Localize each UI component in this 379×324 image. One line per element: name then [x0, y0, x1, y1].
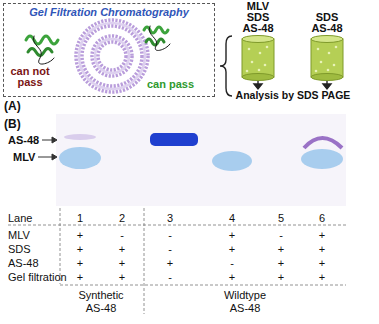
column-heading-area: MLV SDS AS-48 [236, 0, 280, 34]
row-header: Gel filtration [8, 271, 67, 283]
annotation: can pass [146, 78, 195, 90]
table-cell: + [278, 271, 284, 283]
lane-number: 3 [167, 212, 173, 224]
table-cell: + [229, 229, 235, 241]
table-cell: - [230, 257, 234, 269]
table-cell: + [278, 243, 284, 255]
annotation: can not pass [8, 66, 52, 88]
table-cell: + [319, 229, 325, 241]
lane-number: 4 [229, 212, 235, 224]
table-rule [8, 208, 346, 314]
gel-marker: MLV [13, 151, 35, 163]
table-cell: + [229, 243, 235, 255]
column-heading: MLV SDS AS-48 [238, 1, 278, 34]
table-cell: + [319, 271, 325, 283]
column-cylinder [305, 35, 349, 81]
column-heading-area: SDS AS-48 [305, 0, 349, 34]
table-cell: + [229, 271, 235, 283]
row-header: AS-48 [8, 257, 39, 269]
row-header: MLV [8, 229, 30, 241]
row-header: SDS [8, 243, 31, 255]
table-cell: + [319, 243, 325, 255]
lane-number: 1 [77, 212, 83, 224]
column-cylinder [236, 35, 280, 81]
lane-number: 2 [119, 212, 125, 224]
lane-number: 6 [319, 212, 325, 224]
table-cell: + [167, 257, 173, 269]
table-cell: - [120, 229, 124, 241]
gel-marker: AS-48 [8, 134, 39, 146]
liposome [76, 20, 148, 92]
gel [56, 114, 346, 206]
table-cell: + [119, 243, 125, 255]
table-cell: + [77, 243, 83, 255]
table-cell: + [77, 229, 83, 241]
table-cell: + [119, 271, 125, 283]
brace [220, 36, 232, 96]
row-header: Lane [8, 212, 32, 224]
table-cell: + [278, 257, 284, 269]
table-cell: + [319, 257, 325, 269]
table-cell: - [168, 229, 172, 241]
marker-arrow [38, 137, 57, 160]
group-label: Synthetic AS-48 [71, 289, 131, 315]
column-node: MLV SDS AS-48 [236, 0, 280, 81]
table-cell: + [119, 257, 125, 269]
table-cell: - [279, 229, 283, 241]
table-cell: + [77, 257, 83, 269]
annotation: Analysis by SDS PAGE [236, 89, 351, 101]
column-heading: SDS AS-48 [307, 12, 347, 34]
panel-label: (A) [4, 100, 21, 112]
protein [26, 26, 170, 64]
lane-number: 5 [278, 212, 284, 224]
panel-label: (B) [4, 118, 21, 130]
table-cell: + [77, 271, 83, 283]
table-cell: - [168, 271, 172, 283]
panel-title: Gel Filtration Chromatography [4, 6, 214, 19]
group-label: Wildtype AS-48 [215, 289, 275, 315]
table-cell: - [168, 243, 172, 255]
column-node: SDS AS-48 [305, 0, 349, 81]
flow-arrow [254, 81, 331, 89]
